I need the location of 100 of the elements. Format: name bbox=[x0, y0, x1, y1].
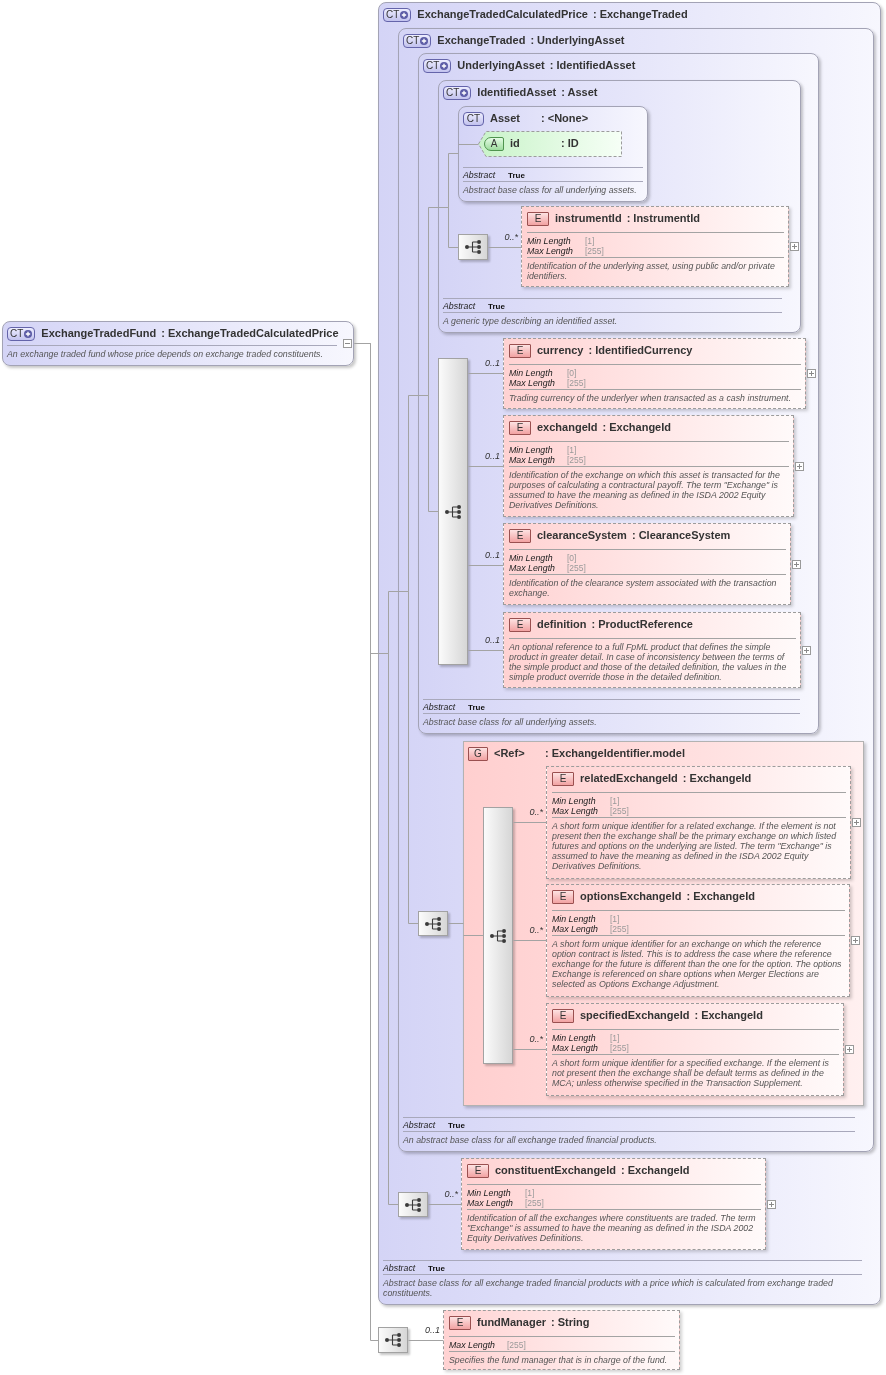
property-label: Min Length bbox=[509, 553, 553, 563]
description-text: A short form unique identifier for an exchange on which the reference option contract is listed. This is to address the case where the reference exchange for the future is different than the one for the option. The options Exchange is referenced on share options when Merger Elections are selected as Options Exchange Adjustment. bbox=[552, 939, 843, 989]
group-reference-name: <Ref> bbox=[494, 747, 525, 760]
description-text: A generic type describing an identified asset. bbox=[443, 316, 619, 326]
cardinality-label: 0..1 bbox=[485, 451, 500, 461]
property-value: True bbox=[468, 703, 485, 713]
complex-type-box bbox=[438, 80, 801, 333]
description-text: Identification of the underlying asset, using public and/or private identifiers. bbox=[527, 261, 776, 281]
element-tag: E bbox=[509, 420, 531, 435]
connector-line bbox=[468, 373, 504, 374]
element-type-name: : ClearanceSystem bbox=[631, 529, 731, 542]
property-value: [1] bbox=[610, 796, 620, 806]
connector-line bbox=[513, 1049, 547, 1050]
element-name: currency bbox=[537, 344, 584, 357]
connector-line bbox=[408, 1340, 444, 1341]
attribute-name: id bbox=[510, 137, 520, 150]
sequence-compositor bbox=[398, 1192, 428, 1217]
element-box bbox=[443, 1310, 680, 1370]
tag-label: CT bbox=[426, 59, 440, 72]
property-value: [1] bbox=[525, 1188, 535, 1198]
base-type-name: : Asset bbox=[561, 86, 598, 99]
type-name: ExchangeTradedCalculatedPrice bbox=[417, 8, 588, 21]
base-type-name: : UnderlyingAsset bbox=[530, 34, 625, 47]
property-value: True bbox=[448, 1121, 465, 1131]
property-value: [255] bbox=[567, 455, 586, 465]
sequence-compositor bbox=[418, 911, 448, 936]
element-box bbox=[546, 766, 851, 879]
element-name: specifiedExchangeId bbox=[580, 1009, 690, 1022]
element-box bbox=[546, 884, 850, 997]
complex-type-box bbox=[2, 321, 354, 366]
description-text: An optional reference to a full FpML product that defines the simple product in greater detail. In case of inconsistency between the terms of the simple product and those of the detailed definition, the values in the simple product override those in the detailed definition. bbox=[509, 642, 788, 682]
element-tag: E bbox=[527, 211, 549, 226]
element-tag: E bbox=[509, 617, 531, 632]
property-value: [255] bbox=[610, 1043, 629, 1053]
element-tag: E bbox=[509, 343, 531, 358]
property-label: Min Length bbox=[552, 914, 596, 924]
property-label: Max Length bbox=[552, 1043, 598, 1053]
attribute-type-name: : ID bbox=[561, 137, 579, 150]
description-text: Abstract base class for all underlying assets. bbox=[423, 717, 598, 727]
property-label: Max Length bbox=[527, 246, 573, 256]
connector-line bbox=[513, 940, 547, 941]
complex-type-tag: CT bbox=[463, 111, 484, 126]
property-label: Min Length bbox=[509, 368, 553, 378]
cardinality-label: 0..* bbox=[504, 232, 518, 242]
property-value: [255] bbox=[567, 563, 586, 573]
property-label: Min Length bbox=[467, 1188, 511, 1198]
element-box bbox=[503, 338, 806, 409]
element-type-name: : IdentifiedCurrency bbox=[588, 344, 693, 357]
property-label: Max Length bbox=[509, 455, 555, 465]
base-type-name: : IdentifiedAsset bbox=[549, 59, 636, 72]
property-label: Min Length bbox=[509, 445, 553, 455]
connector-line bbox=[458, 144, 479, 145]
connector-line bbox=[468, 466, 504, 467]
element-box bbox=[546, 1003, 844, 1096]
connector-line bbox=[418, 395, 439, 512]
element-type-name: : ExchangeId bbox=[694, 1009, 763, 1022]
description-text: An exchange traded fund whose price depends on exchange traded constituents. bbox=[7, 349, 324, 359]
connector-line bbox=[463, 935, 484, 936]
element-box bbox=[503, 612, 801, 688]
property-value: [0] bbox=[567, 553, 577, 563]
attribute-box bbox=[478, 131, 622, 157]
complex-type-box bbox=[418, 53, 819, 734]
element-name: instrumentId bbox=[555, 212, 622, 225]
element-box bbox=[521, 206, 789, 287]
element-tag: E bbox=[449, 1315, 471, 1330]
element-tag: E bbox=[467, 1163, 489, 1178]
cardinality-label: 0..* bbox=[529, 1034, 543, 1044]
property-label: Max Length bbox=[509, 563, 555, 573]
base-type-name: : <None> bbox=[541, 112, 589, 125]
sequence-compositor bbox=[438, 358, 468, 665]
cardinality-label: 0..* bbox=[529, 925, 543, 935]
property-value: [1] bbox=[567, 445, 577, 455]
description-text: Abstract base class for all underlying assets. bbox=[463, 185, 638, 195]
cardinality-label: 0..* bbox=[529, 807, 543, 817]
element-type-name: : ExchangeId bbox=[686, 890, 755, 903]
description-text: Identification of all the exchanges where constituents are traded. The term "Exchange" is assumed to have the meaning as defined in the ISDA 2002 Equity Derivatives Definitions. bbox=[467, 1213, 757, 1243]
element-name: exchangeId bbox=[537, 421, 598, 434]
description-text: Abstract base class for all exchange traded financial products with a price which is calculated from exchange traded constituents. bbox=[383, 1278, 834, 1298]
element-type-name: : String bbox=[551, 1316, 590, 1329]
property-value: [255] bbox=[507, 1340, 526, 1350]
property-value: [255] bbox=[525, 1198, 544, 1208]
property-value: [255] bbox=[567, 378, 586, 388]
cardinality-label: 0..1 bbox=[485, 550, 500, 560]
element-name: clearanceSystem bbox=[537, 529, 627, 542]
property-value: [1] bbox=[610, 914, 620, 924]
property-value: [1] bbox=[610, 1033, 620, 1043]
type-name: IdentifiedAsset bbox=[477, 86, 557, 99]
type-name: Asset bbox=[490, 112, 520, 125]
element-tag: E bbox=[552, 1008, 574, 1023]
element-type-name: : ExchangeId bbox=[602, 421, 671, 434]
property-label: Min Length bbox=[552, 796, 596, 806]
description-text: Specifies the fund manager that is in charge of the fund. bbox=[449, 1355, 669, 1365]
property-value: [255] bbox=[610, 806, 629, 816]
type-name: ExchangeTradedFund bbox=[41, 327, 157, 340]
element-box bbox=[461, 1158, 766, 1250]
complex-type-box bbox=[398, 28, 874, 1152]
tag-label: CT bbox=[446, 86, 460, 99]
base-type-name: : ExchangeTraded bbox=[592, 8, 688, 21]
element-box bbox=[503, 415, 794, 517]
sequence-compositor bbox=[378, 1327, 408, 1353]
